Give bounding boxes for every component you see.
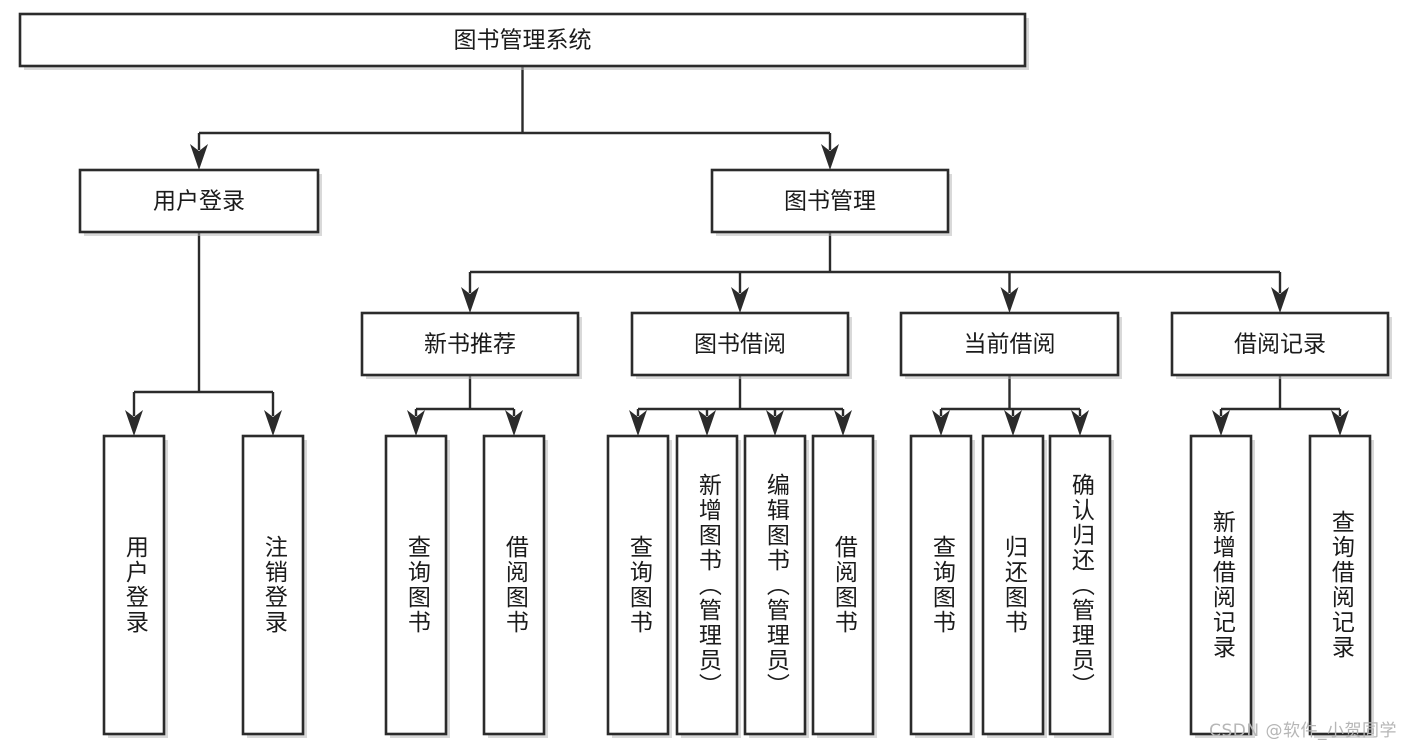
edge-arrowhead [505,410,523,436]
node-label-user-login: 用户登录 [153,189,245,215]
edge-arrowhead [932,410,950,436]
node-label-borrow-record: 借阅记录 [1234,332,1326,358]
node-user-login-do[interactable] [102,434,168,738]
edge-arrowhead [1331,410,1349,436]
edge-arrowhead [698,410,716,436]
connectors-layer [125,66,1349,436]
edge-arrowhead [821,144,839,170]
edge-arrowhead [1271,287,1289,313]
node-current-confirm-return[interactable] [1048,434,1114,738]
node-label-current-borrow: 当前借阅 [964,332,1056,358]
node-label-new-book-recommend: 新书推荐 [424,332,516,358]
node-book-borrow[interactable] [630,311,852,379]
node-book-manage[interactable] [710,168,952,236]
node-borrow-borrow-book[interactable] [811,434,877,738]
node-new-book-recommend[interactable] [360,311,582,379]
edge-arrowhead [766,410,784,436]
edge-arrowhead [1212,410,1230,436]
node-current-query-book[interactable] [909,434,975,738]
edge-arrowhead [264,410,282,436]
node-user-login[interactable] [78,168,322,236]
node-recommend-query-book[interactable] [384,434,450,738]
edge-arrowhead [407,410,425,436]
edge-arrowhead [190,144,208,170]
node-label-book-manage: 图书管理 [784,189,876,215]
node-label-root: 图书管理系统 [454,28,592,54]
edge-arrowhead [1004,410,1022,436]
edge-arrowhead [125,410,143,436]
node-borrow-edit-book[interactable] [743,434,809,738]
edge-arrowhead [1071,410,1089,436]
node-root[interactable] [18,12,1029,70]
node-borrow-add-book[interactable] [675,434,741,738]
edge-arrowhead [1000,287,1019,313]
node-current-borrow[interactable] [899,311,1122,379]
node-borrow-record[interactable] [1170,311,1392,379]
node-borrow-query-book[interactable] [606,434,672,738]
node-label-book-borrow: 图书借阅 [694,332,786,358]
node-recommend-borrow-book[interactable] [482,434,548,738]
csdn-watermark: CSDN @软件_小贺同学 [1209,721,1397,741]
node-record-add[interactable] [1189,434,1255,738]
boxes-layer [18,12,1392,738]
node-record-query[interactable] [1308,434,1374,738]
edge-arrowhead [629,410,647,436]
edge-arrowhead [731,287,749,313]
edge-arrowhead [834,410,852,436]
node-user-logout[interactable] [241,434,307,738]
node-current-return-book[interactable] [981,434,1047,738]
edge-arrowhead [461,287,479,313]
